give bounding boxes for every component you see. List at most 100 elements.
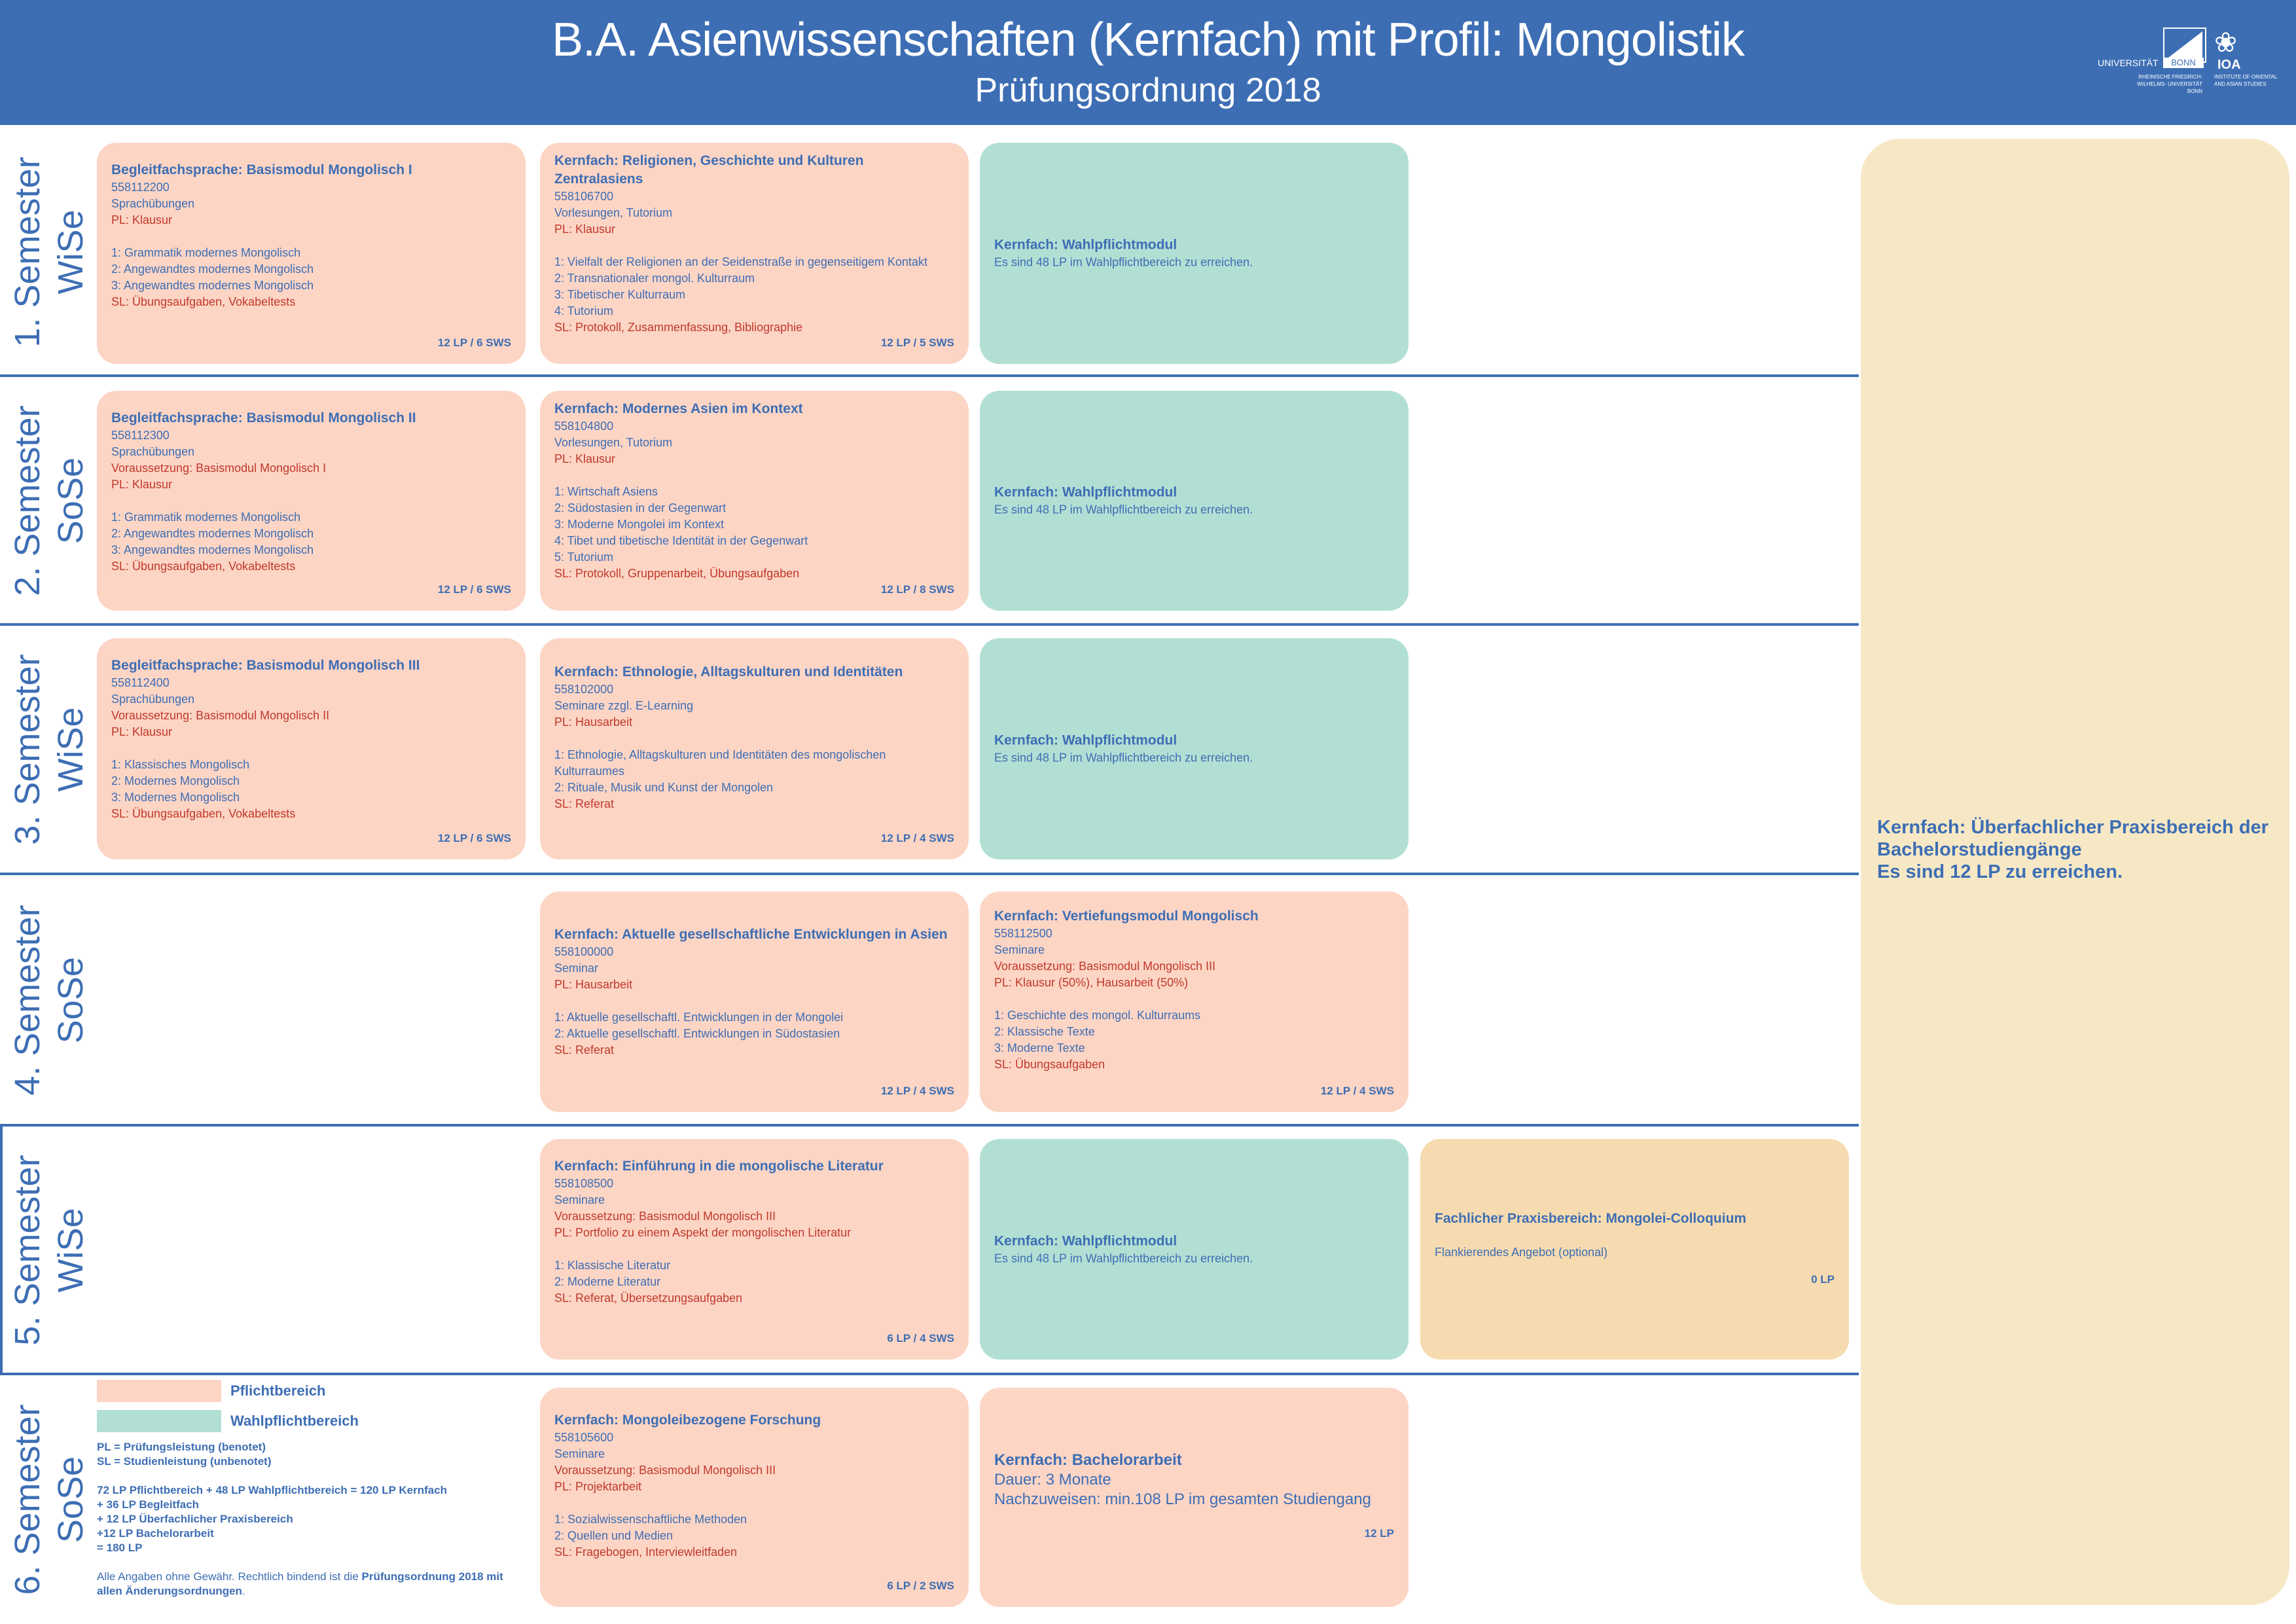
module-pl: PL: Klausur <box>111 213 173 226</box>
module-title: Kernfach: Wahlpflichtmodul <box>994 1233 1177 1248</box>
legend-swatch-pflicht <box>97 1380 221 1402</box>
module-item: 2: Modernes Mongolisch <box>111 774 240 787</box>
module-pl: PL: Projektarbeit <box>554 1480 642 1493</box>
lp-sum-line: 72 LP Pflichtbereich + 48 LP Wahlpflicht… <box>97 1484 448 1496</box>
semester-term: WiSe <box>51 707 90 792</box>
module-type: Seminare <box>994 943 1045 956</box>
disclaimer-link: Prüfungsordnung 2018 mit allen Änderungs… <box>97 1570 503 1597</box>
module-item: 2: Quellen und Medien <box>554 1529 673 1542</box>
module-sl: SL: Referat <box>554 1043 615 1056</box>
semester-divider <box>0 374 1859 377</box>
semester-term: SoSe <box>51 1456 90 1543</box>
module-lp: 6 LP / 4 SWS <box>887 1332 954 1344</box>
module-card-ethnologie: Kernfach: Ethnologie, Alltagskulturen un… <box>540 638 969 859</box>
module-item: 3: Modernes Mongolisch <box>111 791 240 804</box>
module-lp: 12 LP / 4 SWS <box>880 1085 954 1097</box>
module-code: 558106700 <box>554 190 614 203</box>
university-logo: UNIVERSITÄT BONN ❀ IOA RHEINISCHE FRIEDR… <box>2098 26 2277 105</box>
module-item: 2: Klassische Texte <box>994 1025 1095 1038</box>
module-title: Kernfach: Wahlpflichtmodul <box>994 237 1177 253</box>
semester-number: 5. Semester <box>8 1155 47 1346</box>
module-sl: SL: Übungsaufgaben, Vokabeltests <box>111 560 296 573</box>
module-sl: SL: Übungsaufgaben, Vokabeltests <box>111 295 296 308</box>
module-title: Kernfach: Wahlpflichtmodul <box>994 484 1177 500</box>
module-pl: PL: Klausur <box>111 725 173 738</box>
module-item: 4: Tibet und tibetische Identität in der… <box>554 534 808 547</box>
module-lp: 12 LP / 8 SWS <box>880 583 954 596</box>
module-item: 2: Angewandtes modernes Mongolisch <box>111 262 314 276</box>
module-item: 2: Aktuelle gesellschaftl. Entwicklungen… <box>554 1027 840 1040</box>
praxis-text: Kernfach: Überfachlicher Praxisbereich d… <box>1877 816 2283 883</box>
module-pl: PL: Hausarbeit <box>554 715 633 729</box>
module-text: Es sind 48 LP im Wahlpflichtbereich zu e… <box>994 751 1253 765</box>
module-type: Seminare <box>554 1193 605 1206</box>
module-text: Es sind 48 LP im Wahlpflichtbereich zu e… <box>994 255 1253 269</box>
module-type: Vorlesungen, Tutorium <box>554 436 673 449</box>
praxis-title: Kernfach: Überfachlicher Praxisbereich d… <box>1877 817 2269 860</box>
module-code: 558112500 <box>994 927 1052 940</box>
module-item: 3: Moderne Texte <box>994 1041 1085 1055</box>
module-code: 558112200 <box>111 181 170 194</box>
module-item: 1: Ethnologie, Alltagskulturen und Ident… <box>554 748 886 778</box>
module-item: 1: Geschichte des mongol. Kulturraums <box>994 1009 1201 1022</box>
logo-small-right: INSTITUTE OF ORIENTAL AND ASIAN STUDIES <box>2214 74 2278 87</box>
module-card-religionen: Kernfach: Religionen, Geschichte und Kul… <box>540 143 969 364</box>
page-subtitle: Prüfungsordnung 2018 <box>975 71 1321 109</box>
module-title: Kernfach: Mongoleibezogene Forschung <box>554 1413 821 1428</box>
module-title: Kernfach: Bachelorarbeit <box>994 1451 1182 1469</box>
logo-bonn: BONN <box>2163 58 2204 68</box>
module-req: Voraussetzung: Basismodul Mongolisch III <box>554 1210 776 1223</box>
module-code: 558112300 <box>111 429 170 442</box>
module-pl: PL: Portfolio zu einem Aspekt der mongol… <box>554 1226 852 1239</box>
module-req: Voraussetzung: Basismodul Mongolisch II <box>111 709 330 722</box>
semester-number: 3. Semester <box>8 654 47 845</box>
module-card-forschung: Kernfach: Mongoleibezogene Forschung 558… <box>540 1388 969 1607</box>
semester-term: SoSe <box>51 457 90 545</box>
module-title: Kernfach: Religionen, Geschichte und Kul… <box>554 153 864 187</box>
module-type: Seminare zzgl. E-Learning <box>554 699 694 712</box>
module-code: 558100000 <box>554 945 614 958</box>
module-sl: SL: Fragebogen, Interviewleitfaden <box>554 1545 738 1559</box>
legend-swatch-wahlpflicht <box>97 1410 221 1432</box>
module-lp: 12 LP / 6 SWS <box>437 583 511 596</box>
module-title: Kernfach: Vertiefungsmodul Mongolisch <box>994 909 1259 924</box>
praxis-requirement: Es sind 12 LP zu erreichen. <box>1877 861 2123 882</box>
module-type: Seminar <box>554 962 599 975</box>
praxis-colloquium-card: Fachlicher Praxisbereich: Mongolei-Collo… <box>1420 1139 1849 1360</box>
module-lp: 12 LP / 4 SWS <box>880 832 954 844</box>
module-title: Kernfach: Wahlpflichtmodul <box>994 732 1177 748</box>
logo-universitaet: UNIVERSITÄT <box>2098 58 2159 68</box>
module-pl: PL: Klausur (50%), Hausarbeit (50%) <box>994 976 1189 989</box>
praxis-column: Kernfach: Überfachlicher Praxisbereich d… <box>1861 139 2289 1605</box>
module-req: Voraussetzung: Basismodul Mongolisch III <box>554 1464 776 1477</box>
lp-sum-line: + 36 LP Begleitfach <box>97 1498 200 1511</box>
module-item: 1: Wirtschaft Asiens <box>554 485 658 498</box>
pl-note: PL = Prüfungsleistung (benotet) <box>97 1441 266 1453</box>
module-type: Vorlesungen, Tutorium <box>554 206 673 219</box>
module-card-mongolisch-1: Begleitfachsprache: Basismodul Mongolisc… <box>97 143 526 364</box>
module-card-mongolisch-2: Begleitfachsprache: Basismodul Mongolisc… <box>97 391 526 611</box>
module-card-literatur: Kernfach: Einführung in die mongolische … <box>540 1139 969 1360</box>
module-lp: 12 LP / 5 SWS <box>880 336 954 349</box>
module-code: 558104800 <box>554 420 614 433</box>
module-pl: PL: Klausur <box>554 223 616 236</box>
module-lp: 12 LP / 6 SWS <box>437 832 511 844</box>
disclaimer-text: Alle Angaben ohne Gewähr. Rechtlich bind… <box>97 1570 359 1583</box>
module-code: 558112400 <box>111 676 170 689</box>
lotus-icon: ❀ <box>2214 27 2238 58</box>
module-code: 558105600 <box>554 1431 614 1444</box>
module-sl: SL: Übungsaufgaben, Vokabeltests <box>111 807 296 820</box>
module-duration: Dauer: 3 Monate <box>994 1471 1111 1489</box>
wahlpflicht-card-3: Kernfach: Wahlpflichtmodul Es sind 48 LP… <box>980 638 1408 859</box>
module-title: Kernfach: Einführung in die mongolische … <box>554 1159 884 1174</box>
semester-divider <box>0 1373 1859 1375</box>
semester-divider <box>0 873 1859 875</box>
wahlpflicht-card-2: Kernfach: Wahlpflichtmodul Es sind 48 LP… <box>980 391 1408 611</box>
disclaimer: Alle Angaben ohne Gewähr. Rechtlich bind… <box>97 1570 529 1598</box>
module-lp: 12 LP <box>1364 1527 1394 1540</box>
module-sl: SL: Referat <box>554 797 615 810</box>
module-code: 558102000 <box>554 683 614 696</box>
